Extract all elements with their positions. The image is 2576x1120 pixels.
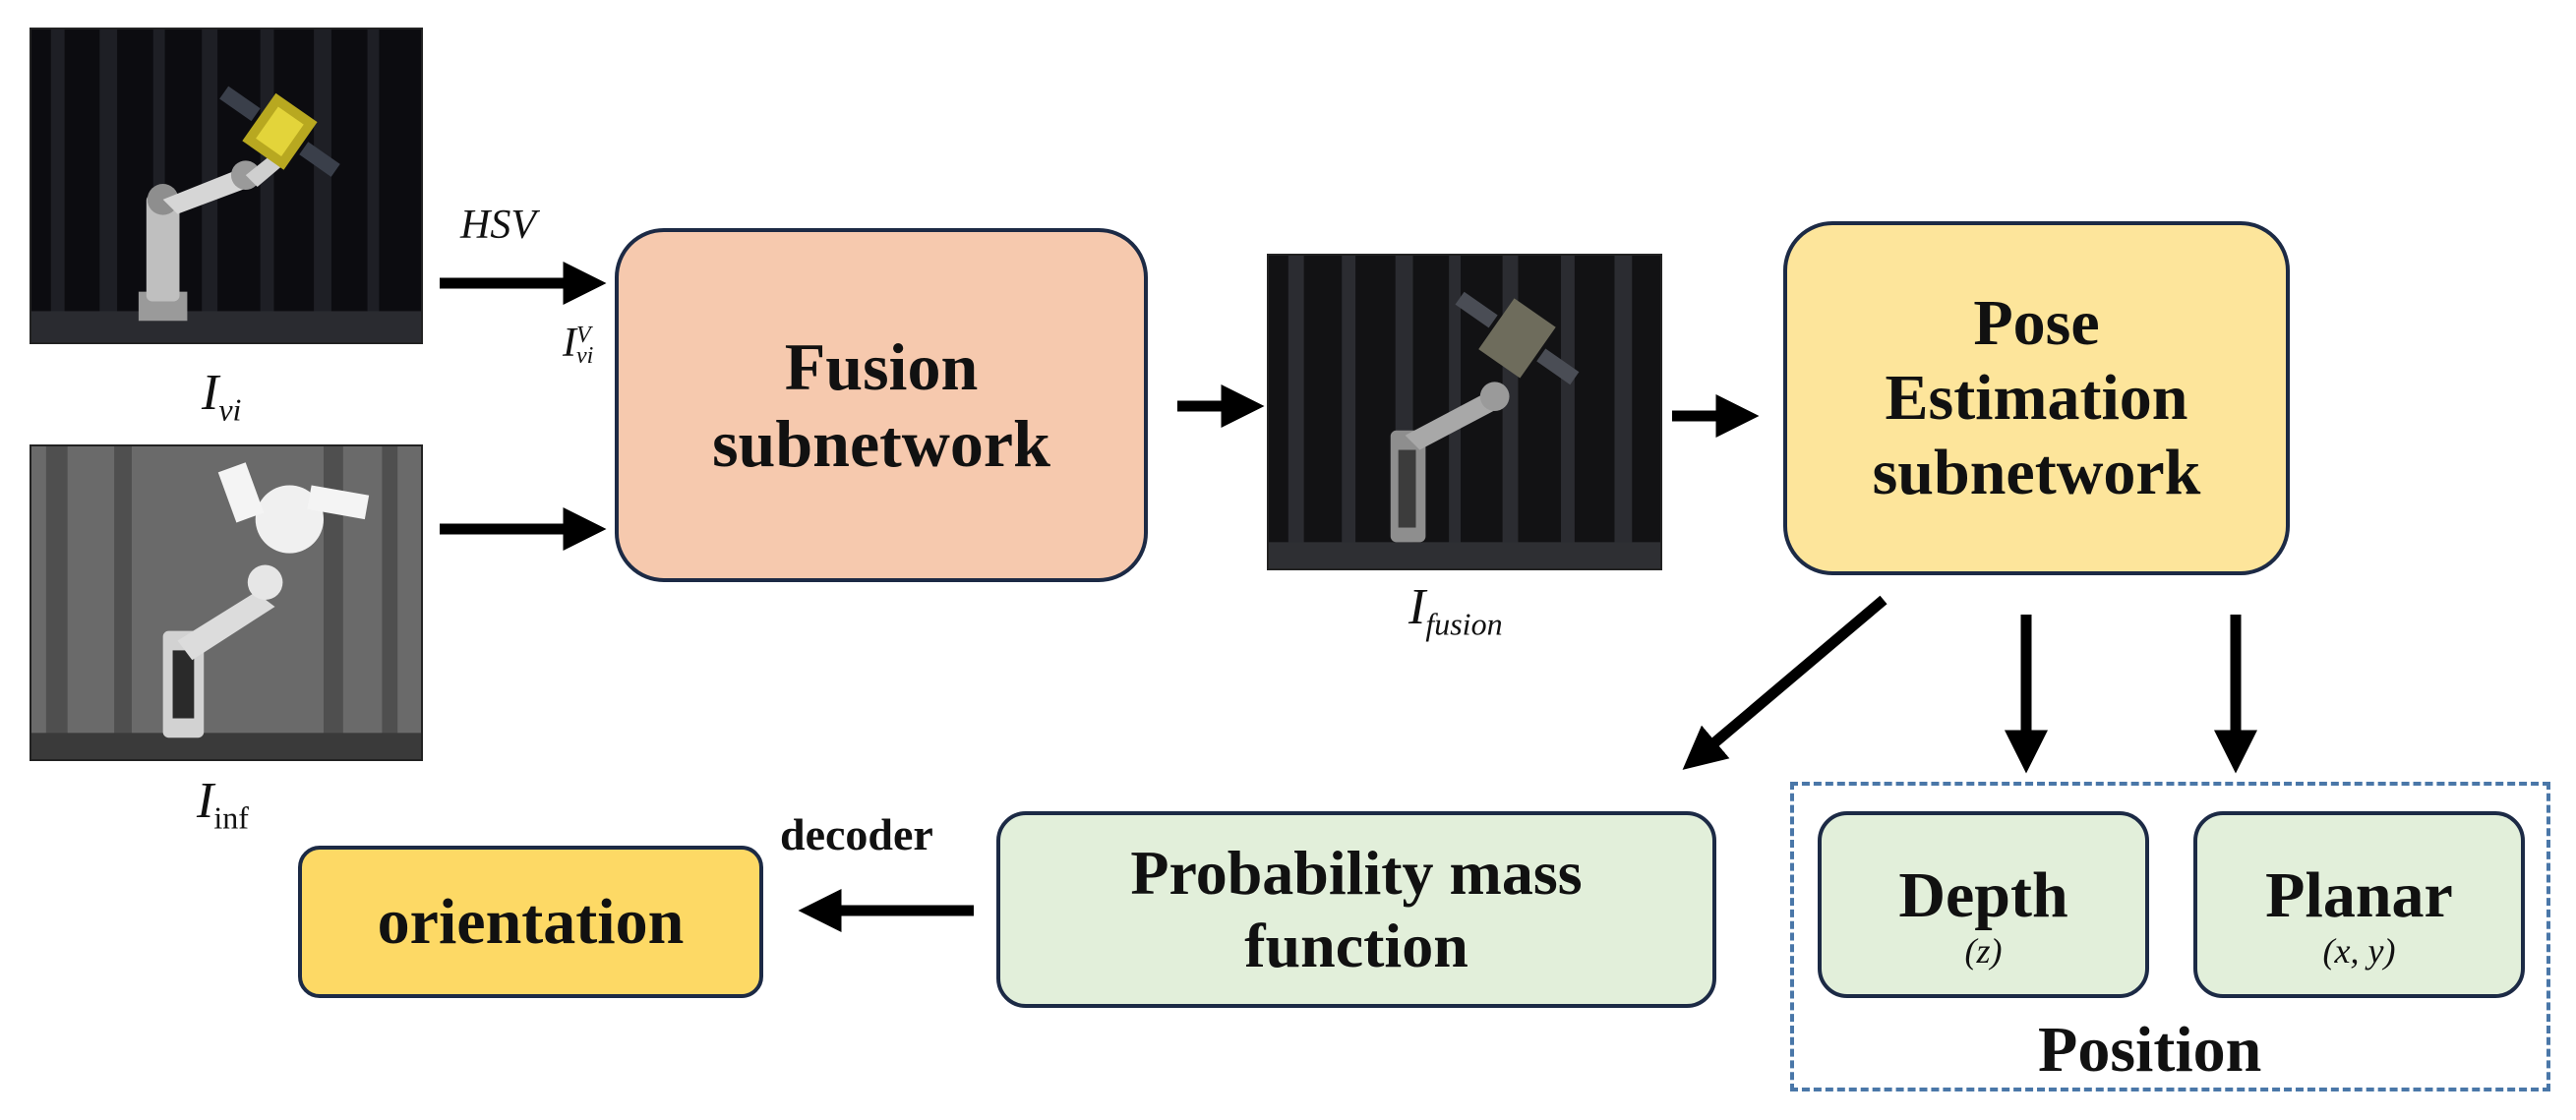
hsv-label: HSV [460, 203, 536, 248]
position-title: Position [2038, 1014, 2262, 1086]
planar-box: Planar (x, y) [2193, 811, 2525, 998]
robot-arm-satellite-visible-image [31, 29, 421, 342]
orientation-label: orientation [377, 885, 685, 958]
pmf-line1: Probability mass [1130, 838, 1583, 909]
fusion-subnetwork-box: Fusion subnetwork [615, 228, 1148, 582]
pmf-line2: function [1244, 911, 1468, 980]
infrared-image-label: Iinf [197, 773, 249, 836]
decoder-label: decoder [780, 809, 933, 859]
pose-line1: Pose [1973, 287, 2100, 360]
probability-mass-function-box: Probability mass function [996, 811, 1716, 1008]
pose-estimation-subnetwork-box: Pose Estimation subnetwork [1783, 221, 2290, 575]
planar-variable: (x, y) [2322, 930, 2396, 971]
depth-label: Depth [1898, 859, 2068, 931]
infrared-image [30, 444, 423, 761]
fusion-line2: subnetwork [712, 406, 1050, 481]
robot-arm-satellite-infrared-image [31, 446, 421, 759]
robot-arm-satellite-fused-image [1269, 256, 1660, 568]
depth-box: Depth (z) [1818, 811, 2149, 998]
visible-image [30, 28, 423, 344]
arrow-pose-to-pmf [1682, 595, 1887, 770]
pose-line3: subnetwork [1872, 436, 2201, 508]
planar-label: Planar [2265, 859, 2453, 931]
depth-variable: (z) [1964, 930, 2003, 971]
fusion-line1: Fusion [784, 328, 979, 404]
position-group [1790, 782, 2550, 1091]
fused-image [1267, 254, 1662, 570]
orientation-box: orientation [298, 846, 763, 998]
fused-image-label: Ifusion [1408, 579, 1503, 642]
visible-image-label: Ivi [202, 365, 242, 428]
pose-line2: Estimation [1885, 362, 2188, 435]
